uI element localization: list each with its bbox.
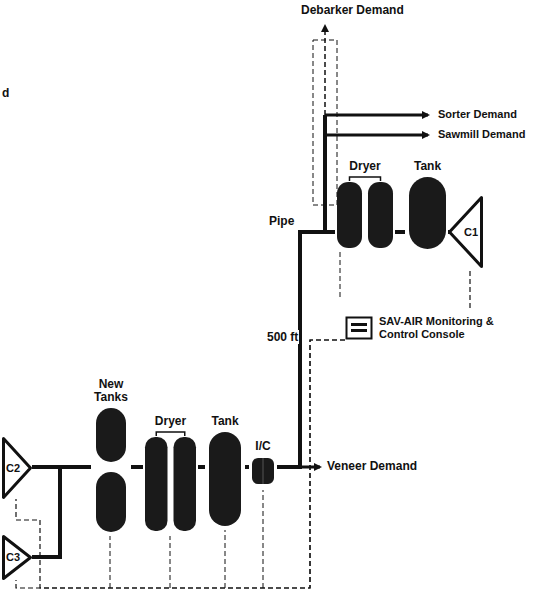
heading-wrap: Tank: [405, 160, 450, 173]
vessel-picture: [405, 176, 450, 250]
vessel-picture: [92, 407, 130, 533]
dryer-bracket: [350, 177, 381, 181]
cut-text: d: [1, 86, 10, 100]
heading-wrap: Tank: [205, 415, 245, 428]
heading-wrap: Dryer: [335, 160, 395, 173]
tank-vessel: [409, 177, 446, 249]
triangle-outline: [4, 439, 31, 498]
node-label: New Tanks: [91, 378, 131, 404]
tank-vessel: [209, 432, 241, 526]
heading-wrap: New Tanks: [91, 378, 131, 404]
sawmill-arrow: [325, 134, 428, 137]
receiver-tank: Tank: [205, 415, 245, 527]
node-label: C3: [6, 551, 20, 564]
intercooler-body: [252, 458, 274, 484]
demand-label: Sawmill Demand: [437, 127, 526, 141]
console-bar: [351, 329, 367, 332]
riser-pipe: [323, 115, 327, 232]
compressor-symbol: C1: [448, 196, 483, 268]
control-line: [16, 340, 345, 588]
control-line: [16, 340, 345, 588]
air-pipe: [32, 467, 91, 557]
node-label: Tank: [205, 415, 245, 428]
dashed-bracket: [313, 40, 337, 205]
tank-vessel: [96, 408, 126, 462]
console-icon: [345, 316, 373, 340]
control-console: SAV-AIR Monitoring & Control Console: [345, 308, 495, 348]
intercooler: I/C: [249, 440, 277, 486]
dryer-bracket: [156, 432, 185, 436]
vessel-picture: [249, 456, 277, 486]
dryer-vessel: [368, 182, 393, 248]
tank-vessel: [96, 472, 126, 532]
triangle-outline: [450, 198, 482, 267]
console-frame: [347, 318, 372, 339]
demand-label: Sorter Demand: [437, 107, 518, 121]
debarker-line: [324, 26, 326, 115]
heading-wrap: Dryer: [143, 415, 198, 428]
vessel-picture: [205, 431, 245, 527]
demand-label: Debarker Demand: [300, 3, 405, 17]
new-tanks: New Tanks: [91, 378, 131, 533]
node-label: I/C: [249, 440, 277, 453]
receiver-tank: Tank: [405, 160, 450, 250]
vessel-picture: [143, 431, 198, 533]
control-line: [469, 268, 470, 308]
heading-wrap: I/C: [249, 440, 277, 453]
sorter-arrow: [325, 114, 428, 117]
node-label: Dryer: [335, 160, 395, 173]
triangle-outline: [4, 537, 31, 579]
dryer-unit: Dryer: [335, 160, 395, 250]
air-pipe: [198, 465, 205, 469]
node-label: Tank: [405, 160, 450, 173]
air-pipe: [395, 230, 405, 234]
console-text: SAV-AIR Monitoring & Control Console: [379, 315, 495, 341]
compressor-symbol: C2: [2, 437, 32, 499]
air-pipe: [277, 232, 335, 467]
air-pipe: [131, 465, 143, 469]
demand-label: Veneer Demand: [326, 459, 418, 473]
node-label: C1: [464, 226, 478, 239]
vessel-picture: [335, 176, 395, 250]
length-label: 500 ft: [266, 330, 299, 344]
node-label: C2: [6, 462, 20, 475]
dryer-vessel: [145, 437, 168, 531]
monitor-taps: [110, 252, 340, 588]
air-pipe: [245, 465, 249, 469]
node-label: SAV-AIR Monitoring & Control Console: [379, 315, 495, 341]
dryer-unit: Dryer: [143, 415, 198, 533]
dryer-vessel: [337, 182, 362, 248]
console-bar: [351, 323, 367, 326]
node-label: Dryer: [143, 415, 198, 428]
pipe-label: Pipe: [268, 214, 295, 228]
intercooler-seam: [263, 458, 264, 484]
compressor-symbol: C3: [2, 535, 32, 580]
dryer-vessel: [174, 437, 197, 531]
